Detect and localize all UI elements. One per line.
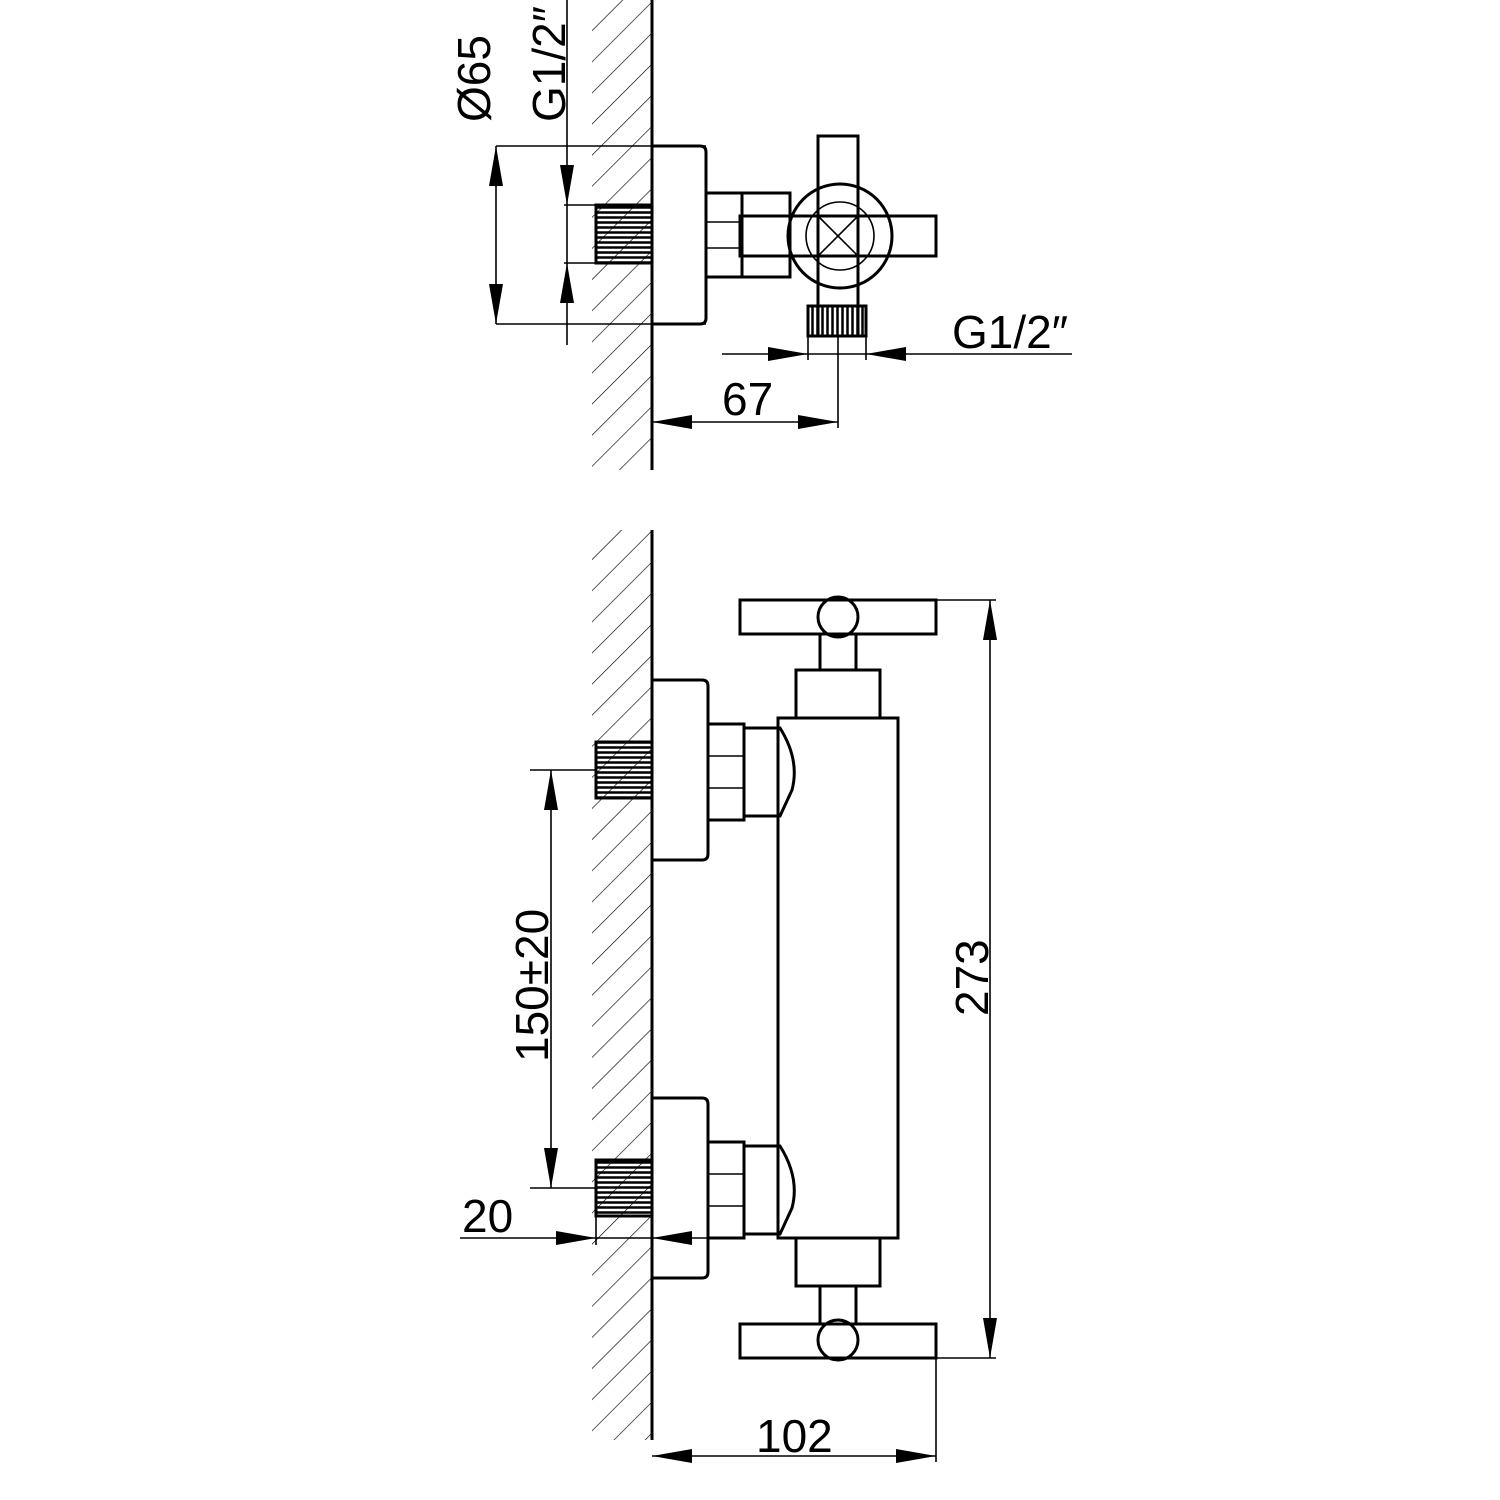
hex-nut-top (704, 191, 744, 279)
projection-label-top: 67 (722, 373, 773, 425)
upper-connector (744, 726, 796, 818)
thread-depth-label: 20 (462, 1190, 513, 1242)
projection-dimension-side: 102 (652, 1358, 937, 1463)
lower-flange (652, 1096, 710, 1280)
projection-label-side: 102 (756, 1410, 833, 1462)
valve-body (776, 716, 900, 1240)
lower-hex-nut (706, 1140, 746, 1240)
bottom-handle-knob (816, 1318, 860, 1362)
valve-body-circle (786, 182, 894, 290)
upper-inlet-thread (594, 740, 654, 800)
top-cartridge (794, 668, 882, 720)
upper-flange (652, 678, 710, 862)
valve-body-inner (805, 201, 875, 271)
inlet-thread-top (594, 203, 654, 265)
wall-section-side (592, 530, 654, 1440)
spacing-label: 150±20 (506, 909, 558, 1062)
outlet-thread-top (806, 304, 868, 338)
thread-depth-dimension: 20 (460, 1190, 740, 1245)
side-view: 150±20 20 273 102 (460, 530, 998, 1463)
bottom-cartridge (794, 1236, 882, 1288)
bottom-spindle (818, 1284, 858, 1326)
diameter-dimension: Ø65 (448, 35, 706, 325)
outlet-thread-dimension: G1/2″ (722, 306, 1072, 361)
connector-body-top (742, 191, 792, 279)
spacing-dimension: 150±20 (506, 769, 596, 1189)
upper-hex-nut (706, 722, 746, 822)
wall-flange-top (652, 144, 708, 326)
diameter-label: Ø65 (448, 35, 500, 122)
height-label: 273 (946, 939, 998, 1016)
projection-dimension-top: 67 (652, 336, 839, 429)
inlet-thread-label: G1/2″ (523, 6, 575, 122)
lower-inlet-thread (594, 1158, 654, 1218)
inlet-thread-dimension: G1/2″ (523, 0, 596, 345)
top-handle-bar (738, 598, 938, 636)
height-dimension: 273 (936, 599, 998, 1359)
top-spindle (818, 632, 858, 672)
top-handle-knob (816, 595, 860, 639)
lower-connector (744, 1144, 796, 1236)
top-view: Ø65 G1/2″ G1/2″ 67 (448, 0, 1072, 470)
outlet-thread-label: G1/2″ (952, 306, 1068, 358)
bottom-handle-bar (738, 1322, 938, 1360)
